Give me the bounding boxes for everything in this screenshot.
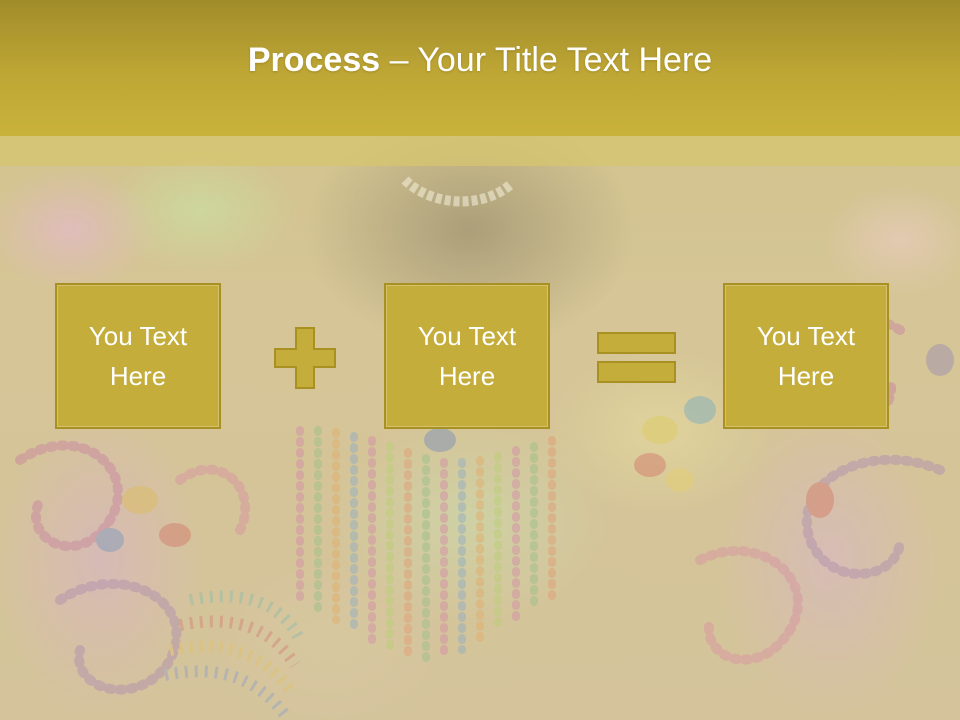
process-box-1-text: You Text Here [88, 321, 188, 391]
slide-title: Process – Your Title Text Here [248, 41, 712, 80]
process-box-3-text: You Text Here [756, 321, 856, 391]
title-bar: Process – Your Title Text Here [0, 0, 960, 136]
title-rest: Your Title Text Here [417, 40, 713, 79]
title-bold-word: Process [247, 40, 381, 79]
title-dash: – [380, 40, 418, 79]
process-box-1[interactable]: You Text Here [55, 283, 221, 429]
process-box-2[interactable]: You Text Here [384, 283, 550, 429]
title-bar-underband [0, 136, 960, 166]
process-box-3[interactable]: You Text Here [723, 283, 889, 429]
process-box-2-text: You Text Here [417, 321, 517, 391]
equals-icon [597, 332, 677, 389]
plus-icon [274, 327, 336, 394]
